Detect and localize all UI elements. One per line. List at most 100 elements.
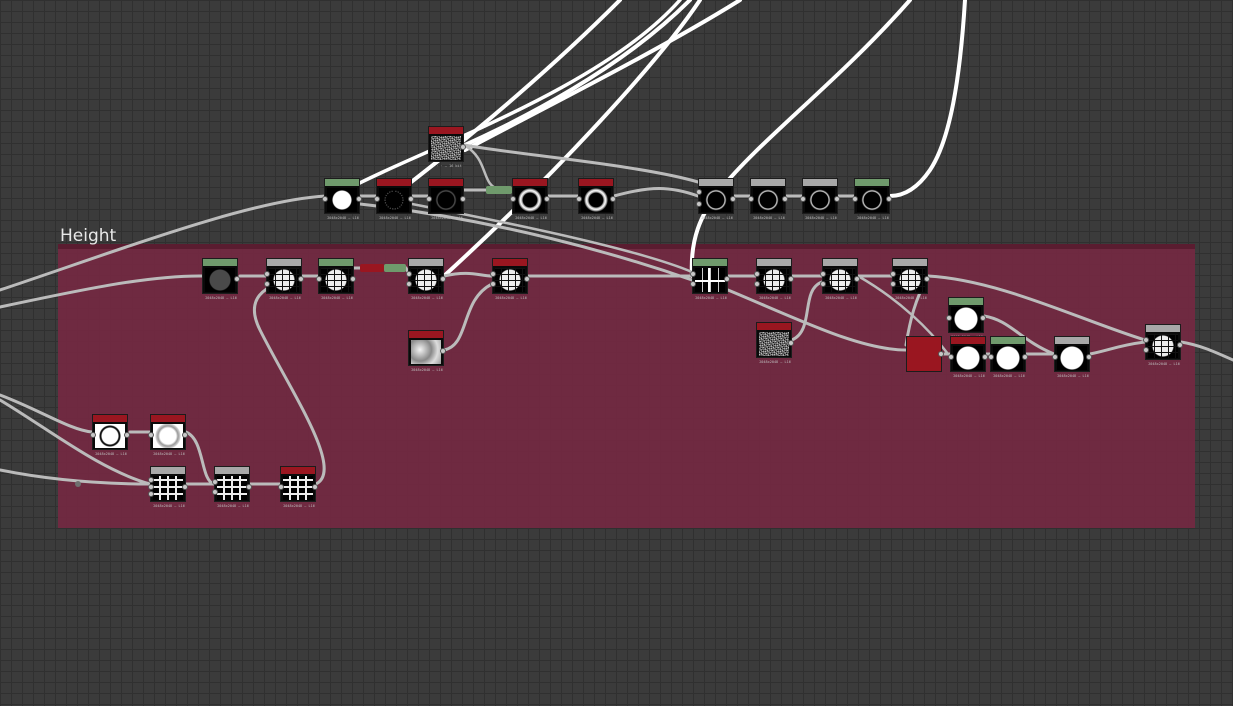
input-port[interactable] [406, 271, 412, 277]
input-port[interactable] [988, 354, 994, 360]
output-port[interactable] [440, 348, 446, 354]
input-port[interactable] [690, 271, 696, 277]
output-port[interactable] [982, 354, 988, 360]
node-noise-soft[interactable]: 2048x2048 — L16 [408, 330, 446, 372]
output-port[interactable] [782, 196, 788, 202]
node-top-noise[interactable]: · · · — 16 bit [428, 126, 466, 168]
node-white-disc-3[interactable]: 2048x2048 — L16 [948, 336, 988, 378]
output-port[interactable] [788, 276, 794, 282]
node-grid-1[interactable]: 2048x2048 — L16 [264, 258, 304, 300]
node-ring-red[interactable]: 2048x2048 — L16 [576, 178, 616, 220]
output-port[interactable] [356, 196, 362, 202]
input-port[interactable] [852, 196, 858, 202]
input-port[interactable] [820, 271, 826, 277]
input-port[interactable] [426, 196, 432, 202]
output-port[interactable] [440, 276, 446, 282]
node-ring-fuzzy[interactable]: 2048x2048 — L16 [510, 178, 550, 220]
output-port[interactable] [182, 432, 188, 438]
output-port[interactable] [834, 196, 840, 202]
output-port[interactable] [350, 276, 356, 282]
input-port[interactable] [148, 477, 154, 483]
node-white-disc-1[interactable]: 2048x2048 — L16 [322, 178, 362, 220]
output-port[interactable] [234, 276, 240, 282]
output-port[interactable] [854, 276, 860, 282]
node-white-disc-2[interactable]: 2048x2048 — L16 [946, 297, 986, 339]
input-port[interactable] [696, 189, 702, 195]
output-port[interactable] [408, 196, 414, 202]
node-dark-disc[interactable]: 2048x2048 — L16 [202, 258, 240, 300]
output-port[interactable] [124, 432, 130, 438]
node-ring-d[interactable]: 2048x2048 — L16 [852, 178, 892, 220]
input-port[interactable] [754, 281, 760, 287]
reroute-node[interactable] [486, 186, 512, 194]
input-port[interactable] [946, 315, 952, 321]
input-port[interactable] [490, 281, 496, 287]
node-black-circle[interactable]: 2048x2048 — L16 [426, 178, 466, 220]
output-port[interactable] [610, 196, 616, 202]
output-port[interactable] [730, 196, 736, 202]
output-port[interactable] [298, 276, 304, 282]
output-port[interactable] [938, 351, 944, 357]
output-port[interactable] [788, 340, 794, 346]
input-port[interactable] [148, 491, 154, 497]
reroute-dot[interactable] [75, 481, 81, 487]
input-port[interactable] [374, 196, 380, 202]
input-port[interactable] [90, 432, 96, 438]
node-grid-out[interactable]: 2048x2048 — L16 [1143, 324, 1183, 366]
input-port[interactable] [800, 196, 806, 202]
node-grid-4[interactable]: 2048x2048 — L16 [490, 258, 530, 300]
input-port[interactable] [748, 196, 754, 202]
input-port[interactable] [754, 271, 760, 277]
input-port[interactable] [1143, 337, 1149, 343]
node-white-disc-5[interactable]: 2048x2048 — L16 [1052, 336, 1092, 378]
node-tile-a[interactable]: 2048x2048 — L16 [148, 466, 188, 508]
reroute-node[interactable] [384, 264, 406, 272]
node-solid-red[interactable] [906, 336, 944, 372]
input-port[interactable] [322, 196, 328, 202]
input-port[interactable] [948, 354, 954, 360]
node-grid-6[interactable]: 2048x2048 — L16 [820, 258, 860, 300]
node-white-ring-a[interactable]: 2048x2048 — L16 [90, 414, 130, 456]
input-port[interactable] [1052, 354, 1058, 360]
node-grid-2[interactable]: 2048x2048 — L16 [316, 258, 356, 300]
node-white-disc-4[interactable]: 2048x2048 — L16 [988, 336, 1028, 378]
output-port[interactable] [724, 276, 730, 282]
node-ring-a[interactable]: 2048x2048 — L16 [696, 178, 736, 220]
input-port[interactable] [278, 484, 284, 490]
output-port[interactable] [524, 276, 530, 282]
output-port[interactable] [544, 196, 550, 202]
output-port[interactable] [460, 144, 466, 150]
input-port[interactable] [696, 201, 702, 207]
input-port[interactable] [490, 271, 496, 277]
node-noise-2[interactable]: 2048x2048 — L16 [756, 322, 794, 364]
node-tile-c[interactable]: 2048x2048 — L16 [278, 466, 318, 508]
node-grid-5[interactable]: 2048x2048 — L16 [754, 258, 794, 300]
input-port[interactable] [1143, 347, 1149, 353]
output-port[interactable] [1177, 342, 1183, 348]
input-port[interactable] [264, 271, 270, 277]
output-port[interactable] [312, 484, 318, 490]
output-port[interactable] [246, 484, 252, 490]
input-port[interactable] [148, 484, 154, 490]
node-grid-3[interactable]: 2048x2048 — L16 [406, 258, 446, 300]
input-port[interactable] [890, 281, 896, 287]
output-port[interactable] [1086, 354, 1092, 360]
input-port[interactable] [406, 281, 412, 287]
node-ring-b[interactable]: 2048x2048 — L16 [748, 178, 788, 220]
input-port[interactable] [820, 281, 826, 287]
input-port[interactable] [690, 281, 696, 287]
node-grid-7[interactable]: 2048x2048 — L16 [890, 258, 930, 300]
node-ring-c[interactable]: 2048x2048 — L16 [800, 178, 840, 220]
output-port[interactable] [980, 315, 986, 321]
output-port[interactable] [182, 484, 188, 490]
input-port[interactable] [212, 479, 218, 485]
output-port[interactable] [886, 196, 892, 202]
output-port[interactable] [1022, 354, 1028, 360]
output-port[interactable] [460, 196, 466, 202]
reroute-node[interactable] [360, 264, 384, 272]
input-port[interactable] [576, 196, 582, 202]
input-port[interactable] [148, 432, 154, 438]
input-port[interactable] [510, 196, 516, 202]
node-dotted-ring[interactable]: 2048x2048 — L16 [374, 178, 414, 220]
